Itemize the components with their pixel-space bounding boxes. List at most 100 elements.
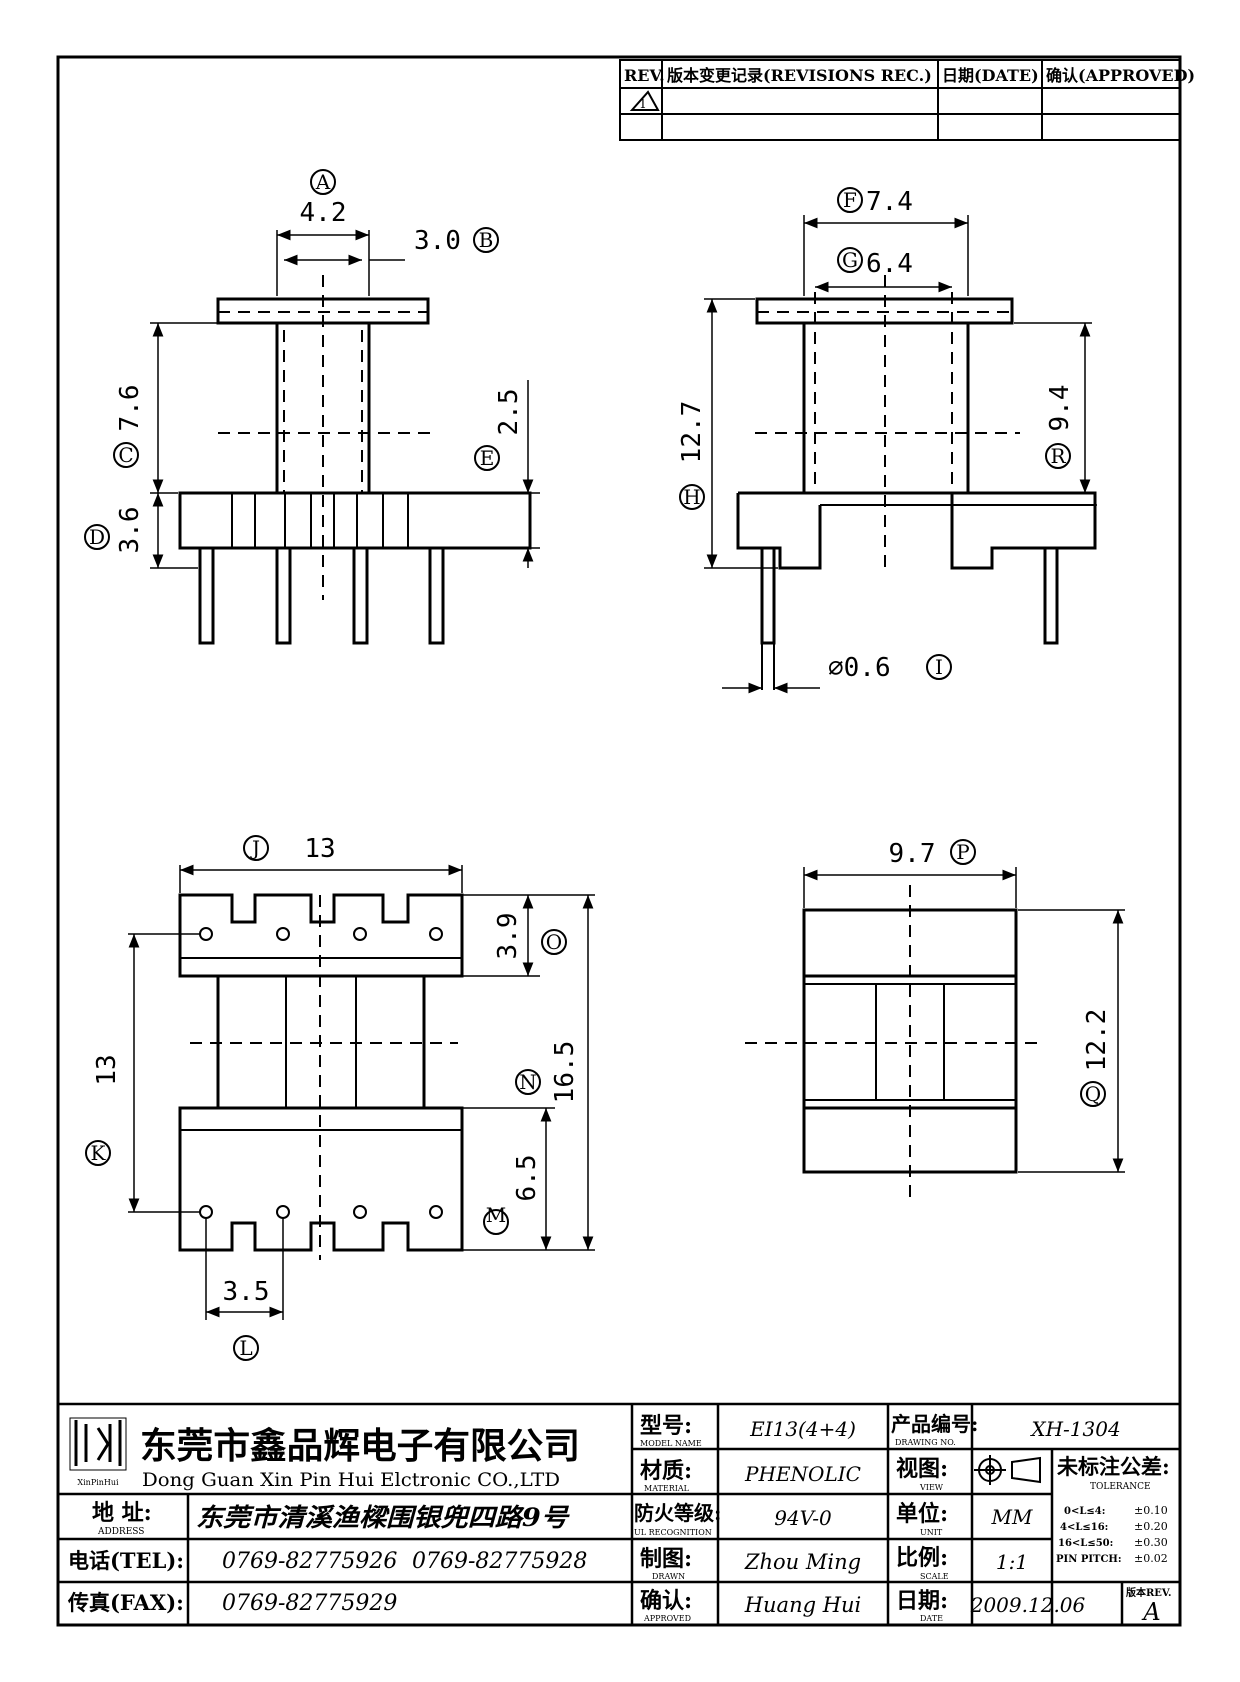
company-logo: XinPinHui: [69, 1417, 127, 1487]
bottom-view: [178, 893, 464, 1252]
drawn-label-en: DRAWN: [652, 1572, 685, 1581]
model-label-en: MODEL NAME: [640, 1439, 702, 1448]
dim-L-value: 3.5: [223, 1277, 270, 1307]
date-value: 2009.12.06: [970, 1593, 1086, 1617]
date-label: 日期:: [896, 1588, 948, 1614]
date-header: 日期(DATE): [942, 66, 1039, 85]
dim-H-marker: H: [679, 484, 705, 510]
dim-B-value: 3.0: [414, 226, 461, 256]
svg-text:1: 1: [639, 97, 647, 111]
dim-M-value: 6.5: [512, 1155, 542, 1202]
rev-value: A: [1141, 1598, 1160, 1626]
dim-R-value: 9.4: [1045, 385, 1075, 432]
sheet-border: [56, 55, 1182, 1627]
dim-J-marker: J: [243, 835, 269, 861]
rev-header: REV.: [624, 66, 665, 85]
front-view-dimension-lines: [150, 229, 540, 569]
svg-text:XinPinHui: XinPinHui: [77, 1478, 119, 1487]
material-label-en: MATERIAL: [644, 1484, 690, 1493]
side-view-hidden-lines: [755, 275, 1020, 575]
dim-A-value: 4.2: [300, 198, 347, 228]
svg-text:H: H: [683, 485, 700, 509]
rev-triangle-icon: 1: [629, 90, 660, 111]
dim-E-marker: E: [474, 445, 500, 471]
dim-R-marker: R: [1045, 443, 1071, 469]
svg-text:L: L: [239, 1336, 252, 1360]
bottom-view-dimension-lines: [128, 864, 595, 1320]
svg-text:M: M: [486, 1203, 506, 1227]
date-label-en: DATE: [920, 1614, 943, 1623]
svg-text:N: N: [519, 1070, 537, 1094]
svg-text:A: A: [315, 170, 331, 194]
unit-label-en: UNIT: [920, 1528, 943, 1537]
material-label: 材质:: [640, 1458, 692, 1484]
dim-O-value: 3.9: [493, 913, 523, 960]
approved-label: 确认:: [640, 1588, 692, 1614]
scale-label-en: SCALE: [920, 1572, 949, 1581]
tolerance-value-1: ±0.10: [1134, 1504, 1168, 1517]
bottom-view-pins: [199, 927, 443, 1219]
tolerance-title: 未标注公差:: [1057, 1454, 1170, 1479]
tolerance-value-2: ±0.20: [1134, 1520, 1168, 1533]
view-label: 视图:: [896, 1456, 948, 1482]
revision-table: [619, 59, 1181, 141]
bottom-view-hidden-lines: [190, 895, 458, 1260]
dim-B-marker: B: [473, 227, 499, 253]
tel-value-1: 0769-82775926: [222, 1549, 397, 1574]
svg-text:F: F: [843, 188, 857, 212]
svg-text:D: D: [89, 525, 105, 549]
address-value: 东莞市清溪渔樑围银兜四路9号: [196, 1503, 570, 1532]
drawing-no-label-en: DRAWING NO.: [895, 1438, 956, 1447]
svg-text:Q: Q: [1085, 1082, 1101, 1106]
dim-N-marker: N: [515, 1069, 541, 1095]
model-value: EI13(4+4): [749, 1417, 856, 1441]
dim-C-value: 7.6: [115, 385, 145, 432]
svg-text:E: E: [480, 446, 495, 470]
unit-label: 单位:: [896, 1501, 948, 1527]
flame-label: 防火等级:: [634, 1501, 721, 1525]
svg-text:I: I: [935, 655, 943, 679]
tolerance-range-4: PIN PITCH:: [1056, 1554, 1122, 1565]
tolerance-value-3: ±0.30: [1134, 1536, 1168, 1549]
projection-symbol-icon: [974, 1455, 1041, 1485]
tolerance-value-4: ±0.02: [1134, 1552, 1168, 1565]
drawn-value: Zhou Ming: [744, 1550, 861, 1574]
scale-value: 1:1: [996, 1550, 1028, 1574]
svg-text:B: B: [479, 228, 494, 252]
approved-label-en: APPROVED: [643, 1614, 691, 1623]
fax-label: 传真(FAX):: [67, 1590, 184, 1615]
svg-text:P: P: [956, 840, 969, 864]
front-view-hidden-lines: [218, 275, 430, 600]
address-label-en: ADDRESS: [97, 1527, 144, 1537]
tel-value-2: 0769-82775928: [412, 1549, 587, 1574]
drawn-label: 制图:: [640, 1546, 692, 1572]
dim-D-value: 3.6: [115, 507, 145, 554]
top-view-hidden-lines: [745, 885, 1040, 1205]
company-name-cn: 东莞市鑫品辉电子有限公司: [140, 1425, 580, 1467]
side-view-dimension-lines: [704, 215, 1097, 694]
rev-label: 版本REV.: [1126, 1586, 1171, 1599]
top-view-dimension-lines: [803, 867, 1125, 1173]
view-label-en: VIEW: [919, 1483, 944, 1492]
dim-C-marker: C: [113, 442, 139, 468]
dim-F-value: 7.4: [866, 187, 913, 217]
revisions-header: 版本变更记录(REVISIONS REC.): [666, 66, 932, 85]
dim-Q-value: 12.2: [1082, 1009, 1112, 1072]
dim-I-marker: I: [926, 654, 952, 680]
company-name-en: Dong Guan Xin Pin Hui Elctronic CO.,LTD: [142, 1469, 560, 1491]
dim-K-value: 13: [92, 1054, 122, 1085]
tolerance-title-en: TOLERANCE: [1090, 1482, 1151, 1492]
approved-value: Huang Hui: [744, 1593, 862, 1617]
dim-M-marker: M: [483, 1203, 509, 1235]
unit-value: MM: [991, 1505, 1033, 1529]
flame-value: 94V-0: [774, 1506, 832, 1530]
svg-text:C: C: [118, 443, 133, 467]
dim-L-marker: L: [233, 1335, 259, 1361]
svg-text:K: K: [91, 1141, 107, 1165]
model-label: 型号:: [640, 1413, 692, 1439]
approved-header: 确认(APPROVED): [1046, 66, 1195, 85]
front-view: [178, 297, 532, 645]
scale-label: 比例:: [896, 1545, 948, 1571]
svg-text:J: J: [250, 836, 260, 860]
